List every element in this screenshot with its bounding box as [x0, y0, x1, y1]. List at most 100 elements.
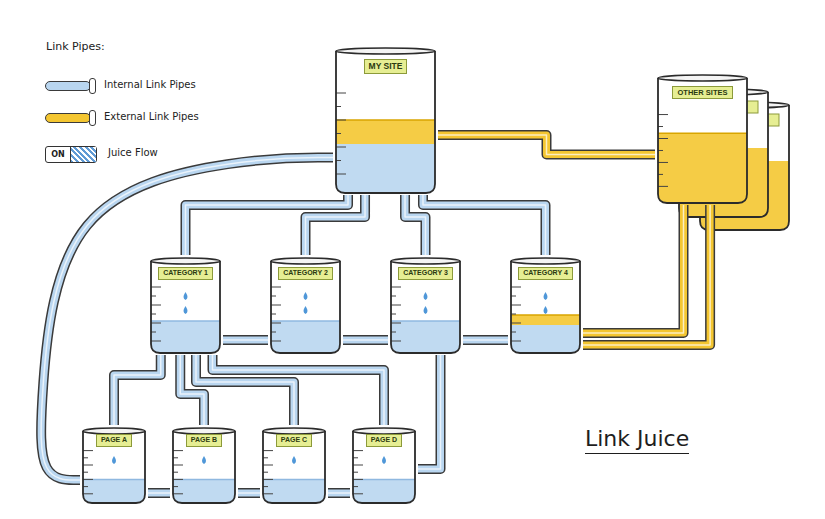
toggle-on: ON	[46, 147, 71, 162]
link-pipe	[583, 205, 710, 345]
liquid-surface	[151, 320, 220, 322]
beaker-outline	[353, 431, 415, 503]
pipe-wall	[238, 488, 260, 498]
pipe-wall	[343, 335, 388, 345]
beaker-liquid	[333, 120, 438, 144]
measure-tick	[263, 465, 273, 466]
pipe-wall	[438, 135, 655, 154]
pipe-wall	[583, 205, 710, 345]
measure-tick	[263, 493, 273, 494]
liquid-surface	[263, 479, 325, 481]
pipe-fill	[328, 490, 350, 497]
link-pipe	[186, 195, 349, 255]
measure-tick	[83, 493, 93, 494]
link-pipe	[583, 205, 684, 333]
measure-tick	[511, 287, 521, 288]
beaker-label: PAGE C	[276, 434, 312, 447]
legend-text: External Link Pipes	[104, 111, 199, 122]
pipe-shine	[238, 492, 260, 494]
pipe-wall	[423, 195, 546, 255]
pipe-cap	[89, 110, 96, 126]
beaker-outline	[151, 261, 220, 353]
beaker-rim	[658, 75, 747, 81]
pipe-wall	[148, 488, 170, 498]
measure-tick	[336, 174, 346, 175]
measure-tick	[336, 120, 346, 121]
liquid-surface	[391, 320, 460, 322]
beaker-liquid	[508, 325, 583, 355]
measure-tick	[151, 323, 161, 324]
measure-tick	[658, 186, 668, 187]
measure-tick	[263, 450, 273, 451]
pipe-shine	[438, 135, 655, 154]
beaker-label: CATEGORY 3	[398, 267, 453, 280]
pipe-fill	[306, 195, 366, 255]
pipe-shine	[223, 339, 268, 341]
beaker: CATEGORY 3	[388, 255, 463, 355]
beaker: CATEGORY 1	[148, 255, 223, 355]
beaker-liquid	[170, 479, 238, 505]
beaker-rim	[271, 258, 340, 264]
beaker: CATEGORY 2	[268, 255, 343, 355]
liquid-surface	[511, 314, 580, 316]
beaker-rim	[391, 258, 460, 264]
measure-tick	[151, 341, 161, 342]
pipe-wall	[306, 195, 366, 255]
measure-tick	[271, 305, 281, 306]
measure-tick	[151, 305, 161, 306]
beaker-label: PAGE A	[96, 434, 132, 447]
beaker-rim	[336, 48, 435, 54]
beaker: PAGE D	[350, 425, 418, 505]
pipe-shine	[583, 205, 684, 333]
pipe-fill	[114, 355, 161, 425]
beaker-outline	[511, 261, 580, 353]
beaker-liquid	[655, 133, 750, 205]
measure-tick	[83, 479, 93, 480]
measure-tick	[353, 465, 363, 466]
pipe-wall	[223, 335, 268, 345]
link-pipe	[238, 493, 260, 494]
pipe-fill	[213, 355, 385, 425]
beaker-liquid	[508, 315, 583, 325]
pipe-wall	[583, 205, 684, 333]
link-pipe	[148, 493, 170, 494]
measure-tick	[391, 323, 401, 324]
diagram-title: Link Juice	[585, 426, 689, 454]
measure-tick	[391, 341, 401, 342]
beaker-outline	[658, 78, 747, 203]
pipe-fill	[186, 195, 349, 255]
beaker-outline	[83, 431, 145, 503]
juice-drop	[424, 306, 428, 314]
liquid-surface	[336, 119, 435, 121]
link-pipe	[223, 340, 268, 341]
legend-text: Internal Link Pipes	[104, 79, 196, 90]
measure-tick	[353, 493, 363, 494]
liquid-surface	[173, 479, 235, 481]
beaker-outline	[271, 261, 340, 353]
beaker-liquid	[148, 321, 223, 355]
pipe-fill	[423, 195, 546, 255]
beaker: OTHER SITES	[655, 72, 750, 205]
beaker-liquid	[333, 144, 438, 195]
pipe-fill	[438, 135, 655, 154]
link-pipe	[418, 355, 441, 469]
pipe-wall	[114, 355, 161, 425]
juice-drop	[292, 456, 296, 464]
juice-drop	[424, 292, 428, 300]
pipe-fill	[583, 205, 684, 333]
link-pipe	[213, 355, 385, 425]
pipe-fill	[238, 490, 260, 497]
pipe-shine	[583, 205, 710, 345]
pipe-wall	[186, 195, 349, 255]
measure-tick	[658, 114, 668, 115]
beaker-rim	[151, 258, 220, 264]
pipe-wall	[328, 488, 350, 498]
link-pipe	[328, 493, 350, 494]
measure-tick	[658, 162, 668, 163]
pipe-shine	[213, 355, 385, 425]
pipe-swatch	[45, 81, 91, 91]
pipe-wall	[213, 355, 385, 425]
beaker-liquid	[80, 479, 148, 505]
measure-tick	[511, 305, 521, 306]
beaker-label: PAGE D	[366, 434, 402, 447]
